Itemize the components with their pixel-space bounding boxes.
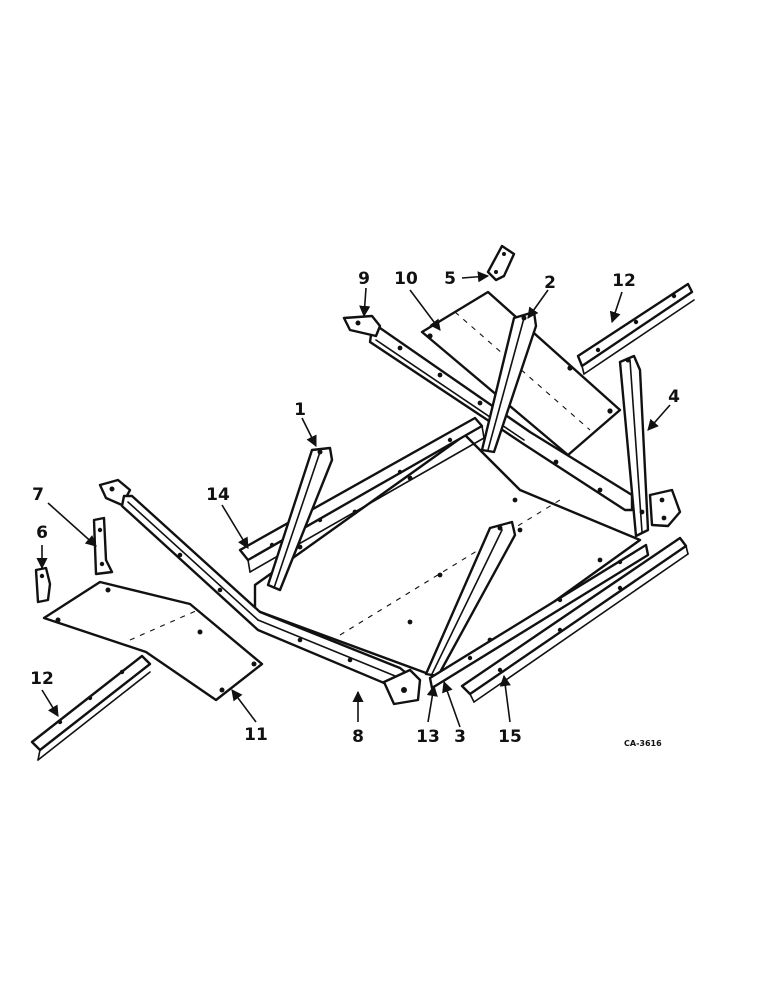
callout-2: 2 bbox=[544, 273, 556, 293]
front-right-brace bbox=[424, 520, 517, 678]
callout-11: 11 bbox=[244, 725, 268, 745]
left-front-brace bbox=[266, 446, 334, 592]
small-bracket bbox=[486, 244, 516, 282]
callout-12-right: 12 bbox=[612, 271, 636, 291]
callout-8: 8 bbox=[352, 727, 364, 747]
callout-15: 15 bbox=[498, 727, 522, 747]
callout-6: 6 bbox=[36, 523, 48, 543]
right-angle-strip bbox=[576, 282, 695, 375]
left-floor-plate bbox=[42, 580, 264, 702]
callout-labels: 1 2 3 4 5 6 7 8 9 10 11 12 12 13 14 15 bbox=[30, 269, 680, 747]
callout-7: 7 bbox=[32, 485, 44, 505]
left-angle-strip bbox=[30, 654, 152, 761]
callout-10: 10 bbox=[394, 269, 418, 289]
vertical-bracket bbox=[92, 516, 114, 576]
callout-1: 1 bbox=[294, 400, 306, 420]
callout-5: 5 bbox=[444, 269, 456, 289]
callout-14: 14 bbox=[206, 485, 230, 505]
callout-13: 13 bbox=[416, 727, 440, 747]
callout-3: 3 bbox=[454, 727, 466, 747]
callout-9: 9 bbox=[358, 269, 370, 289]
drawing-code: CA-3616 bbox=[624, 739, 662, 748]
leader-lines bbox=[36, 271, 671, 728]
callout-4: 4 bbox=[668, 387, 680, 407]
rear-right-upright bbox=[618, 354, 682, 538]
small-clip bbox=[34, 566, 52, 604]
callout-12-left: 12 bbox=[30, 669, 54, 689]
main-front-frame bbox=[98, 478, 422, 706]
